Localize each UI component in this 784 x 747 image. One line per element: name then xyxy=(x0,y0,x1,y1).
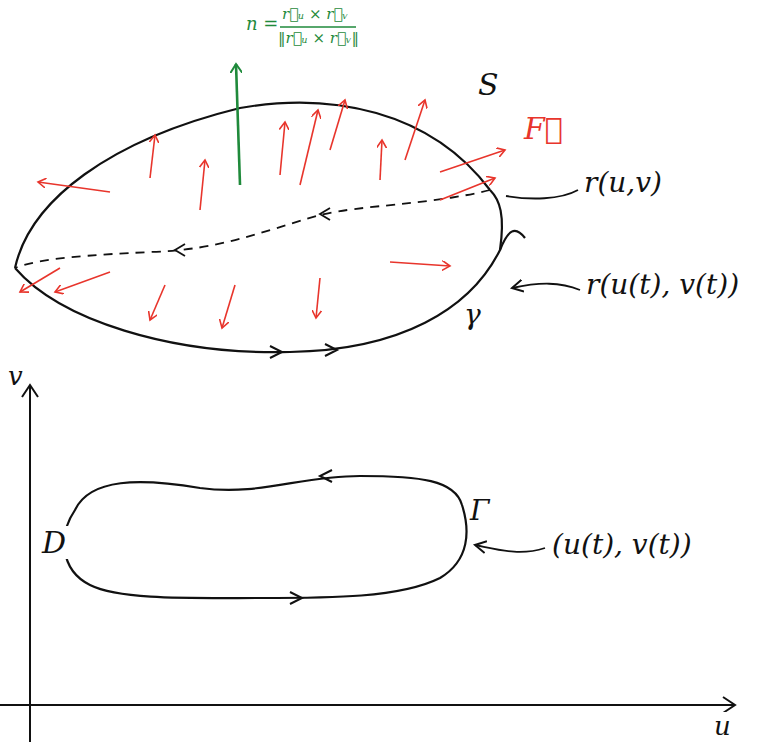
surface-name: S xyxy=(476,68,501,101)
fraction-bar xyxy=(278,26,356,27)
normal-vector xyxy=(236,64,240,185)
u-axis xyxy=(0,704,735,706)
leader-line xyxy=(512,284,580,290)
boundary-label: (u(t), v(t)) xyxy=(550,530,694,561)
surface-corner xyxy=(490,190,502,250)
axis-head xyxy=(723,697,735,713)
back-boundary xyxy=(15,190,490,268)
curve-name: γ xyxy=(462,300,483,331)
boundary-name: Γ xyxy=(468,496,491,527)
normal-formula: r⃗ᵤ × r⃗ᵥ xyxy=(280,6,350,23)
leader-line xyxy=(506,190,578,198)
field-name: F⃗ xyxy=(522,112,565,145)
region-boundary xyxy=(64,476,466,598)
v-axis xyxy=(29,385,31,742)
direction-mark xyxy=(320,470,332,482)
leader-line xyxy=(475,545,545,552)
vector-field xyxy=(20,100,505,328)
parametrization-label: r(u,v) xyxy=(582,168,664,199)
curve-label: r(u(t), v(t)) xyxy=(584,270,741,301)
normal-formula: n = xyxy=(244,14,280,34)
region-name: D xyxy=(40,526,68,559)
surface-boundary-gamma xyxy=(15,231,525,352)
surface-top-edge xyxy=(15,103,490,268)
direction-mark xyxy=(175,244,185,256)
axis-label: v xyxy=(6,362,25,391)
direction-mark xyxy=(325,344,337,356)
direction-mark xyxy=(320,208,330,220)
normal-formula: ‖r⃗ᵤ × r⃗ᵥ‖ xyxy=(276,30,361,47)
direction-mark xyxy=(290,592,302,604)
axis-label: u xyxy=(712,712,733,741)
direction-mark xyxy=(270,346,282,358)
